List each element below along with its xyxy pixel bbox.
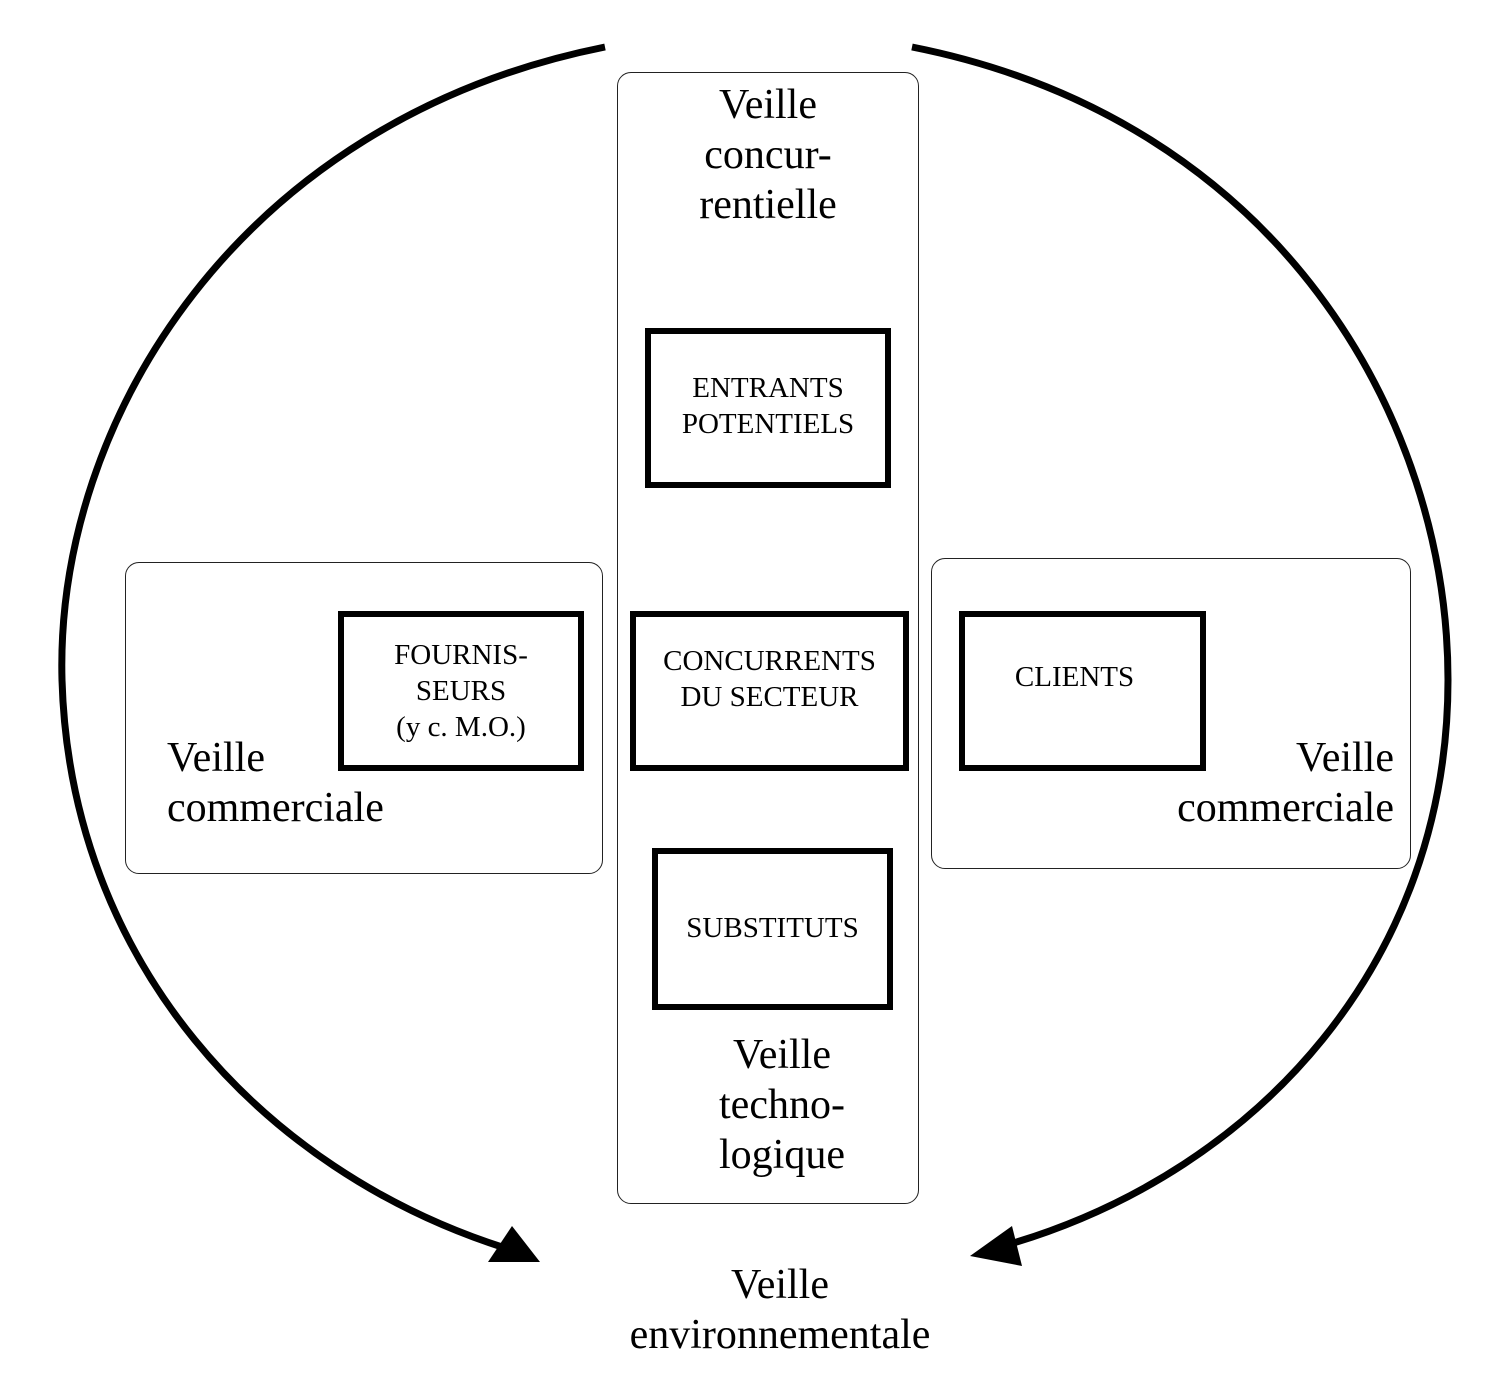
label-commerciale-left-line-1: Veille — [167, 735, 265, 781]
box-clients: CLIENTS — [959, 611, 1206, 771]
right-arc-arrow — [911, 43, 1452, 1248]
label-environnementale-line-1: Veille — [731, 1262, 829, 1308]
label-veille-commerciale-right: Veille commerciale — [1094, 733, 1394, 833]
left-arc-arrow — [58, 43, 606, 1252]
label-veille-environnementale: Veille environnementale — [560, 1260, 1000, 1360]
box-concurrents-du-secteur: CONCURRENTS DU SECTEUR — [630, 611, 909, 771]
box-clients-line-1: CLIENTS — [1014, 661, 1135, 693]
label-veille-technologique: Veille techno- logique — [632, 1030, 932, 1180]
box-concurrents-line-2: DU SECTEUR — [680, 681, 859, 713]
label-concurrentielle-line-3: rentielle — [699, 182, 837, 228]
label-concurrentielle-line-2: concur- — [704, 132, 832, 178]
box-concurrents-line-1: CONCURRENTS — [663, 645, 876, 677]
label-environnementale-line-2: environnementale — [629, 1312, 931, 1358]
zone-vertical-concurrentielle-technologique — [617, 72, 919, 1204]
left-arrowhead — [488, 1226, 540, 1262]
box-entrants-line-2: POTENTIELS — [681, 408, 855, 440]
box-fournisseurs: FOURNIS- SEURS (y c. M.O.) — [338, 611, 584, 771]
label-technologique-line-1: Veille — [733, 1032, 831, 1078]
box-fournisseurs-line-3: (y c. M.O.) — [396, 711, 526, 743]
label-commerciale-right-line-2: commerciale — [1177, 785, 1394, 831]
zone-right-commerciale — [931, 558, 1411, 869]
box-substituts-line-1: SUBSTITUTS — [686, 912, 859, 944]
label-technologique-line-3: logique — [719, 1132, 845, 1178]
box-substituts: SUBSTITUTS — [652, 848, 893, 1010]
box-entrants-line-1: ENTRANTS — [692, 372, 844, 404]
zone-left-commerciale — [125, 562, 603, 874]
label-veille-concurrentielle: Veille concur- rentielle — [617, 80, 919, 230]
box-fournisseurs-line-2: SEURS — [415, 675, 507, 707]
label-technologique-line-2: techno- — [719, 1082, 845, 1128]
label-concurrentielle-line-1: Veille — [719, 82, 817, 128]
box-fournisseurs-line-1: FOURNIS- — [394, 639, 528, 671]
right-arrowhead — [970, 1226, 1022, 1266]
label-commerciale-right-line-1: Veille — [1296, 735, 1394, 781]
label-commerciale-left-line-2: commerciale — [167, 785, 384, 831]
label-veille-commerciale-left: Veille commerciale — [167, 733, 467, 833]
box-entrants-potentiels: ENTRANTS POTENTIELS — [645, 328, 891, 488]
